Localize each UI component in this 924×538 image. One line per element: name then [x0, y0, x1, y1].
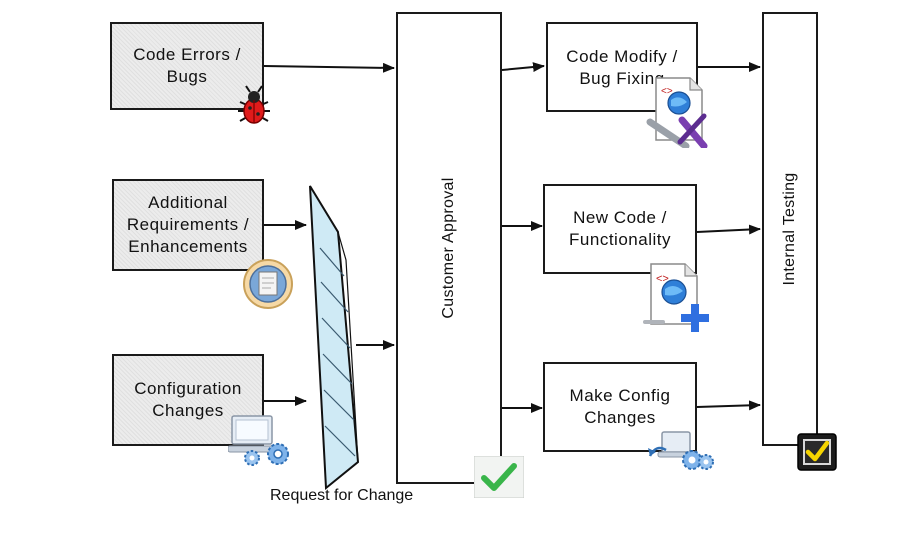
configuration-line-1: Configuration [134, 379, 242, 398]
code-modify-box: Code Modify / Bug Fixing [546, 22, 698, 112]
code-modify-line-2: Bug Fixing [579, 69, 665, 88]
request-for-change-document [309, 185, 360, 491]
new-code-box: New Code / Functionality [543, 184, 697, 274]
computer-gears-icon [228, 412, 298, 468]
arrow-approval-to-code-modify [501, 62, 545, 73]
config-gears-icon [646, 428, 718, 474]
code-errors-line-1: Code Errors / [133, 45, 241, 64]
new-code-line-2: Functionality [569, 230, 671, 249]
checkbox-icon [796, 432, 838, 472]
bug-icon [234, 84, 274, 126]
code-errors-line-2: Bugs [166, 67, 208, 86]
customer-approval-box: Customer Approval [396, 12, 502, 484]
internal-testing-box: Internal Testing [762, 12, 818, 446]
document-icon [242, 258, 294, 310]
requirements-line-1: Additional [148, 193, 228, 212]
code-modify-line-1: Code Modify / [566, 47, 678, 66]
arrow-config-to-testing [696, 400, 761, 411]
code-page-plus-icon: <> [641, 262, 715, 336]
new-code-line-1: New Code / [573, 208, 667, 227]
internal-testing-label: Internal Testing [781, 172, 798, 286]
svg-text:<>: <> [661, 86, 673, 97]
green-checkmark-icon [474, 456, 524, 498]
customer-approval-label: Customer Approval [440, 177, 457, 319]
requirements-line-2: Requirements / [126, 215, 250, 234]
arrow-new-code-to-testing [696, 224, 761, 235]
requirements-line-3: Enhancements [128, 237, 248, 256]
additional-requirements-box: Additional Requirements / Enhancements [112, 179, 264, 271]
request-for-change-caption: Request for Change [270, 487, 414, 504]
code-page-tools-icon: <> [646, 76, 708, 148]
make-config-line-1: Make Config [569, 386, 671, 405]
svg-text:<>: <> [656, 273, 669, 285]
configuration-line-2: Changes [152, 401, 224, 420]
make-config-line-2: Changes [584, 408, 656, 427]
code-errors-bugs-box: Code Errors / Bugs [110, 22, 264, 110]
arrow-bugs-to-approval [263, 62, 395, 73]
